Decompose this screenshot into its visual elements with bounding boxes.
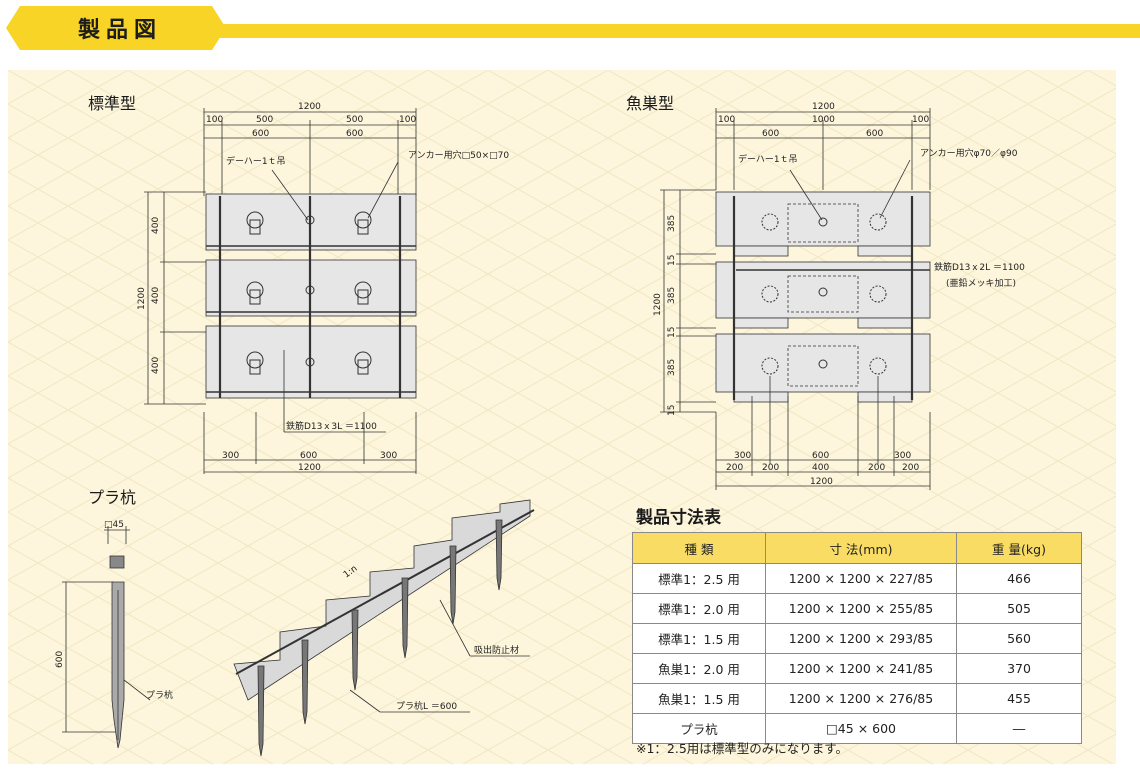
fish-dim-600b: 600 bbox=[866, 129, 883, 139]
pile-drawing bbox=[62, 526, 151, 749]
col-type: 種 類 bbox=[632, 532, 766, 564]
header-band: 製品図 bbox=[0, 0, 1140, 56]
fish-lift-label: デーハー1ｔ吊 bbox=[738, 153, 798, 165]
fish-dim-385b: 385 bbox=[667, 287, 677, 304]
cell-dimension: 1200 × 1200 × 276/85 bbox=[765, 683, 957, 714]
cell-type: 標準1：1.5 用 bbox=[632, 623, 766, 654]
fish-dim-200b: 200 bbox=[762, 463, 779, 473]
std-dim-100a: 100 bbox=[206, 115, 223, 125]
page-title: 製品図 bbox=[78, 18, 163, 43]
std-dim-600a: 600 bbox=[252, 129, 269, 139]
cell-dimension: 1200 × 1200 × 255/85 bbox=[765, 593, 957, 624]
std-dim-500a: 500 bbox=[256, 115, 273, 125]
slope-pile-label: プラ杭L ＝600 bbox=[396, 700, 457, 712]
fish-dim-600a: 600 bbox=[762, 129, 779, 139]
std-dim-300b: 300 bbox=[380, 451, 397, 461]
cell-weight: 466 bbox=[956, 563, 1082, 594]
cell-weight: 370 bbox=[956, 653, 1082, 684]
pile-dim-square: □45 bbox=[104, 520, 124, 530]
fish-dim-1200-top: 1200 bbox=[812, 102, 835, 112]
pile-label: プラ杭 bbox=[88, 488, 137, 507]
standard-type-label: 標準型 bbox=[88, 94, 137, 113]
fish-dim-15c: 15 bbox=[667, 405, 677, 416]
cell-weight: 455 bbox=[956, 683, 1082, 714]
std-lift-label: デーハー1ｔ吊 bbox=[226, 155, 286, 167]
fish-type-label: 魚巣型 bbox=[626, 94, 675, 113]
table-row: 魚巣1：1.5 用 1200 × 1200 × 276/85 455 bbox=[632, 683, 1082, 714]
fish-dim-1200-bottom: 1200 bbox=[810, 477, 833, 487]
fish-dim-200d: 200 bbox=[902, 463, 919, 473]
cell-type: 魚巣1：2.0 用 bbox=[632, 653, 766, 684]
std-rebar-label: 鉄筋D13ｘ3L ＝1100 bbox=[286, 420, 377, 432]
fish-dim-400: 400 bbox=[812, 463, 829, 473]
fish-dim-200c: 200 bbox=[868, 463, 885, 473]
table-header-row: 種 類 寸 法(mm) 重 量(kg) bbox=[632, 532, 1082, 564]
cell-weight: 560 bbox=[956, 623, 1082, 654]
fish-dim-385a: 385 bbox=[667, 215, 677, 232]
cell-dimension: 1200 × 1200 × 293/85 bbox=[765, 623, 957, 654]
slope-ratio: 1:n bbox=[342, 564, 360, 581]
fish-dim-1200-left: 1200 bbox=[653, 293, 663, 316]
cell-type: 標準1：2.0 用 bbox=[632, 593, 766, 624]
std-dim-600: 600 bbox=[300, 451, 317, 461]
fish-dim-15a: 15 bbox=[667, 255, 677, 266]
fish-dim-300a: 300 bbox=[734, 451, 751, 461]
table-row: 魚巣1：2.0 用 1200 × 1200 × 241/85 370 bbox=[632, 653, 1082, 684]
header-accent-line bbox=[200, 24, 1140, 38]
fish-dim-200a: 200 bbox=[726, 463, 743, 473]
col-weight: 重 量(kg) bbox=[956, 532, 1082, 564]
fish-dim-385c: 385 bbox=[667, 359, 677, 376]
std-dim-100b: 100 bbox=[399, 115, 416, 125]
cell-weight: ― bbox=[956, 713, 1082, 744]
table-note: ※1：2.5用は標準型のみになります。 bbox=[636, 741, 849, 756]
pile-dim-text: □45 600 プラ杭 bbox=[55, 520, 173, 701]
slope-mat-label: 吸出防止材 bbox=[474, 644, 519, 656]
table-row: 標準1：1.5 用 1200 × 1200 × 293/85 560 bbox=[632, 623, 1082, 654]
cell-type: 標準1：2.5 用 bbox=[632, 563, 766, 594]
fish-dim-100b: 100 bbox=[912, 115, 929, 125]
std-dim-1200-top: 1200 bbox=[298, 102, 321, 112]
cell-dimension: □45 × 600 bbox=[765, 713, 957, 744]
std-dim-400c: 400 bbox=[151, 357, 161, 374]
pile-callout: プラ杭 bbox=[146, 689, 173, 701]
fish-dim-100a: 100 bbox=[718, 115, 735, 125]
fish-dim-15b: 15 bbox=[667, 327, 677, 338]
col-dimension: 寸 法(mm) bbox=[765, 532, 957, 564]
fish-drawing bbox=[660, 108, 931, 490]
fish-rebar-label: 鉄筋D13ｘ2L ＝1100 bbox=[934, 261, 1025, 273]
table-row: 標準1：2.5 用 1200 × 1200 × 227/85 466 bbox=[632, 563, 1082, 594]
standard-dim-text: 1200 100 500 500 100 600 600 400 400 400… bbox=[137, 102, 509, 473]
fish-dim-1000: 1000 bbox=[812, 115, 835, 125]
slope-text: 1:n 吸出防止材 プラ杭L ＝600 bbox=[342, 564, 519, 712]
slope-drawing bbox=[233, 499, 535, 757]
pile-dim-length: 600 bbox=[55, 651, 65, 668]
product-dimension-table: 種 類 寸 法(mm) 重 量(kg) 標準1：2.5 用 1200 × 120… bbox=[632, 532, 1082, 744]
cell-weight: 505 bbox=[956, 593, 1082, 624]
standard-drawing bbox=[144, 108, 417, 474]
fish-anchor-label: アンカー用穴φ70／φ90 bbox=[920, 147, 1018, 159]
fish-dim-300b: 300 bbox=[894, 451, 911, 461]
std-anchor-label: アンカー用穴□50×□70 bbox=[408, 149, 509, 161]
fish-rebar-note: (亜鉛メッキ加工) bbox=[946, 277, 1016, 289]
fish-dim-600: 600 bbox=[812, 451, 829, 461]
table-title: 製品寸法表 bbox=[636, 508, 721, 528]
std-dim-600b: 600 bbox=[346, 129, 363, 139]
cell-type: プラ杭 bbox=[632, 713, 766, 744]
std-dim-400b: 400 bbox=[151, 287, 161, 304]
std-dim-1200-bottom: 1200 bbox=[298, 463, 321, 473]
table-row: 標準1：2.0 用 1200 × 1200 × 255/85 505 bbox=[632, 593, 1082, 624]
header-tab bbox=[6, 6, 226, 50]
table-row: プラ杭 □45 × 600 ― bbox=[632, 713, 1082, 744]
fish-dim-text: 1200 100 1000 100 600 600 385 15 385 15 … bbox=[653, 102, 1025, 487]
cell-dimension: 1200 × 1200 × 241/85 bbox=[765, 653, 957, 684]
cell-type: 魚巣1：1.5 用 bbox=[632, 683, 766, 714]
std-dim-300a: 300 bbox=[222, 451, 239, 461]
cell-dimension: 1200 × 1200 × 227/85 bbox=[765, 563, 957, 594]
std-dim-400a: 400 bbox=[151, 217, 161, 234]
std-dim-1200-left: 1200 bbox=[137, 287, 147, 310]
std-dim-500b: 500 bbox=[346, 115, 363, 125]
